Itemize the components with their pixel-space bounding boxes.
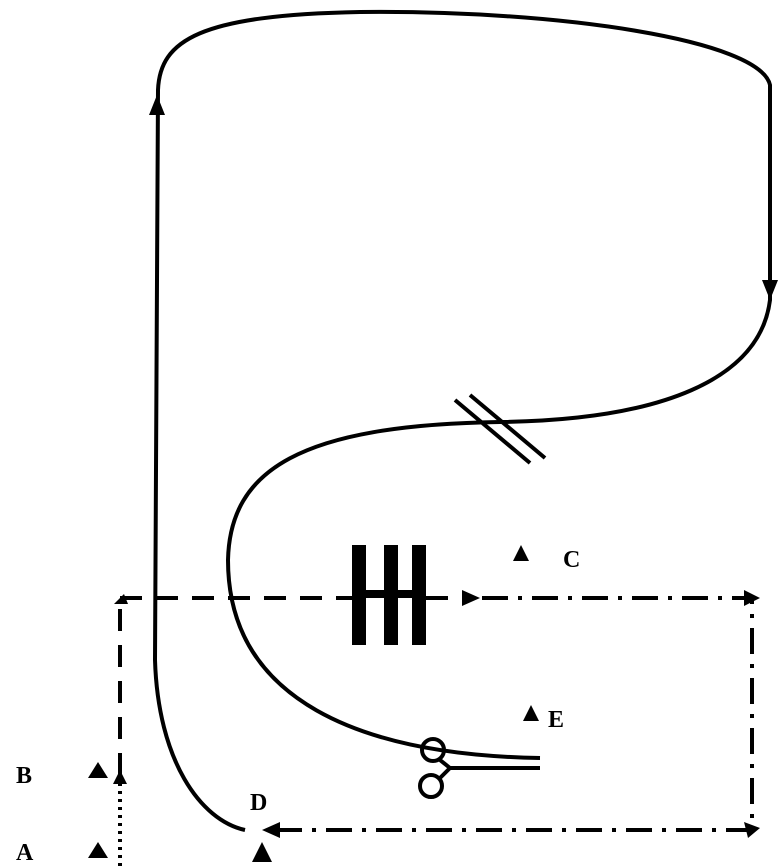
triangle-marker-icon xyxy=(252,842,272,862)
dashdot-corner-arrow-bottom xyxy=(744,822,760,838)
dashdot-corner-arrow-top xyxy=(744,590,760,606)
label-b: B xyxy=(16,763,32,789)
dashdot-upper-route xyxy=(482,596,754,830)
triple-bar-block-icon xyxy=(352,545,426,645)
d-arrowhead xyxy=(262,822,280,838)
label-d: D xyxy=(250,790,267,816)
label-e: E xyxy=(548,707,564,733)
dashed-left-corner xyxy=(114,594,128,604)
triangle-marker-icon xyxy=(513,545,529,561)
label-a: A xyxy=(16,840,34,866)
dotted-arrowhead xyxy=(113,770,127,784)
label-c: C xyxy=(563,547,580,573)
double-slash-icon xyxy=(453,393,547,465)
scissors-icon xyxy=(418,737,540,799)
triangle-marker-icon xyxy=(88,842,108,858)
main-loop-path xyxy=(152,9,772,832)
dashed-arrowhead xyxy=(462,590,480,606)
triangle-marker-icon xyxy=(88,762,108,778)
triangle-marker-icon xyxy=(523,705,539,721)
left-up-arrow xyxy=(149,95,165,115)
right-down-arrow xyxy=(762,280,778,300)
